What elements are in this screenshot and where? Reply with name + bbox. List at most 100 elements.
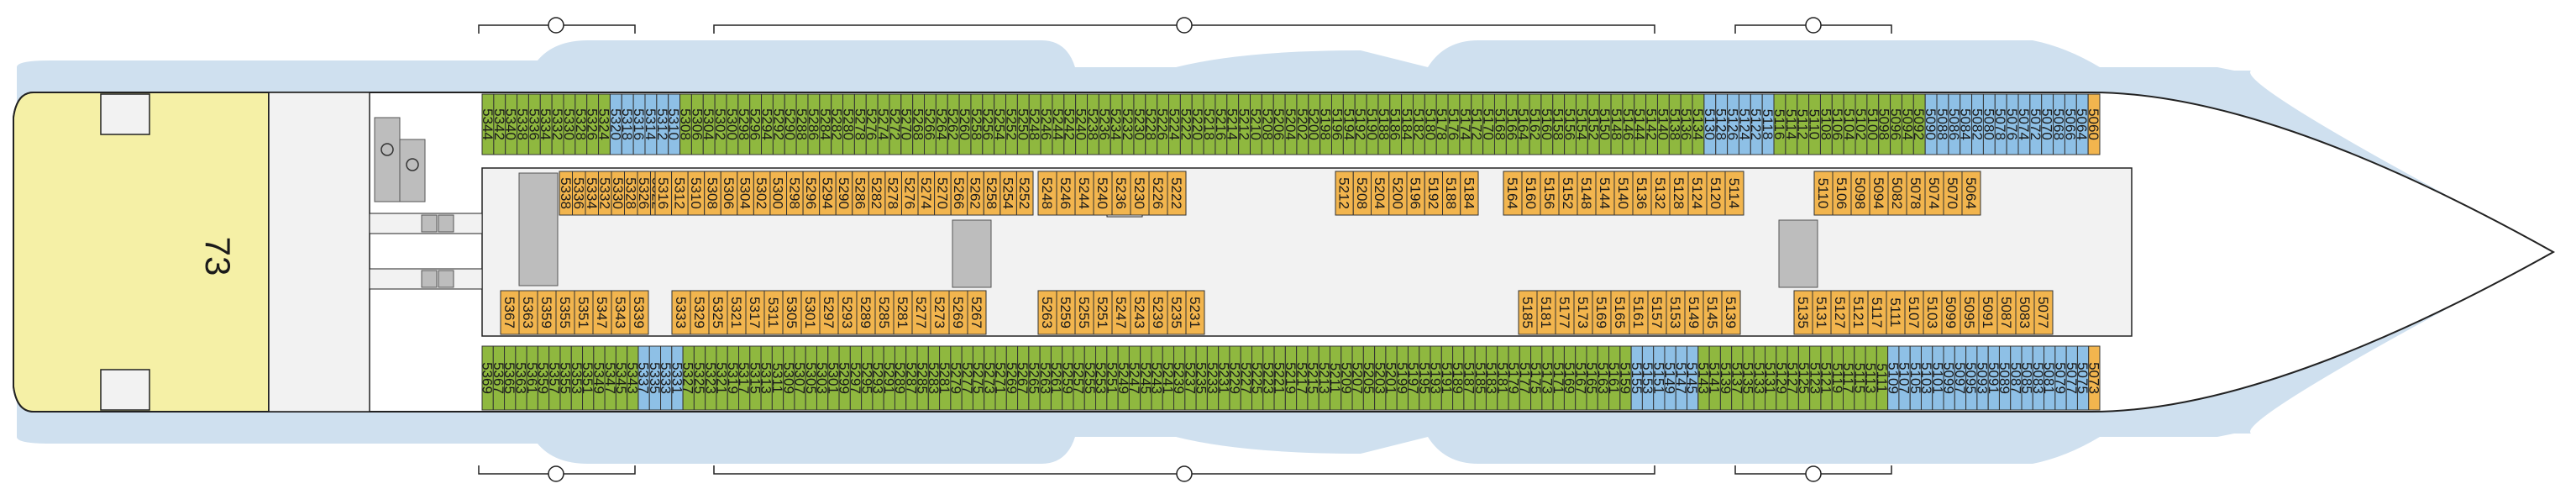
cabin-5204[interactable]: 5204: [1283, 93, 1298, 155]
cabin-5332[interactable]: 5332: [549, 93, 565, 155]
cabin-5208[interactable]: 5208: [1352, 171, 1372, 216]
cabin-5207[interactable]: 5207: [1350, 345, 1366, 411]
cabin-5085[interactable]: 5085: [2019, 345, 2035, 411]
cabin-5221[interactable]: 5221: [1272, 345, 1288, 411]
cabin-5150[interactable]: 5150: [1597, 93, 1613, 155]
cabin-5325[interactable]: 5325: [691, 345, 707, 411]
cabin-5365[interactable]: 5365: [501, 345, 517, 411]
cabin-5338[interactable]: 5338: [514, 93, 530, 155]
cabin-5169[interactable]: 5169: [1561, 345, 1577, 411]
cabin-5202[interactable]: 5202: [1294, 93, 1310, 155]
cabin-5363[interactable]: 5363: [512, 345, 528, 411]
cabin-5347[interactable]: 5347: [592, 290, 612, 335]
cabin-5307[interactable]: 5307: [792, 345, 808, 411]
cabin-5240[interactable]: 5240: [1073, 93, 1089, 155]
cabin-5291[interactable]: 5291: [881, 345, 897, 411]
cabin-5326[interactable]: 5326: [636, 171, 652, 216]
cabin-5236[interactable]: 5236: [1096, 93, 1112, 155]
cabin-5248[interactable]: 5248: [1037, 171, 1057, 216]
cabin-5138[interactable]: 5138: [1666, 93, 1682, 155]
cabin-5242[interactable]: 5242: [1062, 93, 1078, 155]
cabin-5222[interactable]: 5222: [1167, 171, 1187, 216]
cabin-5185[interactable]: 5185: [1518, 290, 1538, 335]
cabin-5098[interactable]: 5098: [1876, 93, 1892, 155]
cabin-5326[interactable]: 5326: [585, 93, 601, 155]
cabin-5240[interactable]: 5240: [1093, 171, 1113, 216]
cabin-5355[interactable]: 5355: [555, 290, 575, 335]
cabin-5137[interactable]: 5137: [1729, 345, 1744, 411]
cabin-5248[interactable]: 5248: [1026, 93, 1042, 155]
cabin-5336[interactable]: 5336: [570, 171, 586, 216]
cabin-5255[interactable]: 5255: [1074, 290, 1094, 335]
cabin-5296[interactable]: 5296: [748, 93, 763, 155]
cabin-5292[interactable]: 5292: [770, 93, 786, 155]
cabin-5342[interactable]: 5342: [491, 93, 507, 155]
cabin-5328[interactable]: 5328: [622, 171, 638, 216]
cabin-5321[interactable]: 5321: [727, 290, 747, 335]
cabin-5231[interactable]: 5231: [1215, 345, 1231, 411]
cabin-5219[interactable]: 5219: [1283, 345, 1298, 411]
cabin-5066[interactable]: 5066: [2062, 93, 2078, 155]
cabin-5081[interactable]: 5081: [2041, 345, 2057, 411]
cabin-5285[interactable]: 5285: [915, 345, 931, 411]
cabin-5194[interactable]: 5194: [1340, 93, 1356, 155]
cabin-5110[interactable]: 5110: [1807, 93, 1823, 155]
cabin-5247[interactable]: 5247: [1126, 345, 1142, 411]
cabin-5316[interactable]: 5316: [654, 171, 673, 216]
cabin-5145[interactable]: 5145: [1684, 345, 1700, 411]
cabin-5227[interactable]: 5227: [1238, 345, 1254, 411]
cabin-5107[interactable]: 5107: [1904, 290, 1924, 335]
cabin-5153[interactable]: 5153: [1666, 290, 1686, 335]
cabin-5192[interactable]: 5192: [1352, 93, 1368, 155]
cabin-5338[interactable]: 5338: [558, 171, 574, 216]
cabin-5275[interactable]: 5275: [970, 345, 986, 411]
cabin-5091[interactable]: 5091: [1986, 345, 2002, 411]
cabin-5251[interactable]: 5251: [1093, 290, 1113, 335]
cabin-5363[interactable]: 5363: [518, 290, 538, 335]
cabin-5274[interactable]: 5274: [875, 93, 891, 155]
cabin-5220[interactable]: 5220: [1189, 93, 1205, 155]
cabin-5131[interactable]: 5131: [1762, 345, 1778, 411]
cabin-5289[interactable]: 5289: [892, 345, 908, 411]
cabin-5080[interactable]: 5080: [1981, 93, 1996, 155]
cabin-5265[interactable]: 5265: [1026, 345, 1041, 411]
cabin-5123[interactable]: 5123: [1807, 345, 1823, 411]
cabin-5109[interactable]: 5109: [1885, 345, 1901, 411]
cabin-5258[interactable]: 5258: [968, 93, 984, 155]
cabin-5225[interactable]: 5225: [1249, 345, 1265, 411]
cabin-5277[interactable]: 5277: [911, 290, 931, 335]
cabin-5107[interactable]: 5107: [1897, 345, 1912, 411]
cabin-5184[interactable]: 5184: [1460, 171, 1479, 216]
cabin-5331[interactable]: 5331: [669, 345, 685, 411]
cabin-5152[interactable]: 5152: [1558, 171, 1578, 216]
cabin-5127[interactable]: 5127: [1785, 345, 1801, 411]
cabin-5120[interactable]: 5120: [1706, 171, 1726, 216]
cabin-5133[interactable]: 5133: [1751, 345, 1767, 411]
cabin-5136[interactable]: 5136: [1632, 171, 1652, 216]
cabin-5300[interactable]: 5300: [769, 171, 788, 216]
cabin-5165[interactable]: 5165: [1584, 345, 1600, 411]
cabin-5270[interactable]: 5270: [899, 93, 915, 155]
cabin-5086[interactable]: 5086: [1946, 93, 1962, 155]
cabin-5343[interactable]: 5343: [611, 290, 631, 335]
cabin-5164[interactable]: 5164: [1515, 93, 1531, 155]
cabin-5304[interactable]: 5304: [700, 93, 716, 155]
cabin-5114[interactable]: 5114: [1724, 171, 1744, 216]
cabin-5258[interactable]: 5258: [983, 171, 1001, 216]
cabin-5148[interactable]: 5148: [1608, 93, 1624, 155]
cabin-5289[interactable]: 5289: [856, 290, 876, 335]
cabin-5100[interactable]: 5100: [1865, 93, 1881, 155]
cabin-5244[interactable]: 5244: [1050, 93, 1066, 155]
cabin-5351[interactable]: 5351: [580, 345, 595, 411]
cabin-5332[interactable]: 5332: [596, 171, 612, 216]
cabin-5111[interactable]: 5111: [1886, 290, 1906, 335]
cabin-5288[interactable]: 5288: [794, 93, 810, 155]
cabin-5212[interactable]: 5212: [1335, 171, 1354, 216]
cabin-5124[interactable]: 5124: [1736, 93, 1752, 155]
cabin-5247[interactable]: 5247: [1111, 290, 1131, 335]
cabin-5163[interactable]: 5163: [1595, 345, 1611, 411]
cabin-5145[interactable]: 5145: [1702, 290, 1723, 335]
cabin-5098[interactable]: 5098: [1850, 171, 1870, 216]
cabin-5273[interactable]: 5273: [930, 290, 950, 335]
cabin-5237[interactable]: 5237: [1182, 345, 1198, 411]
